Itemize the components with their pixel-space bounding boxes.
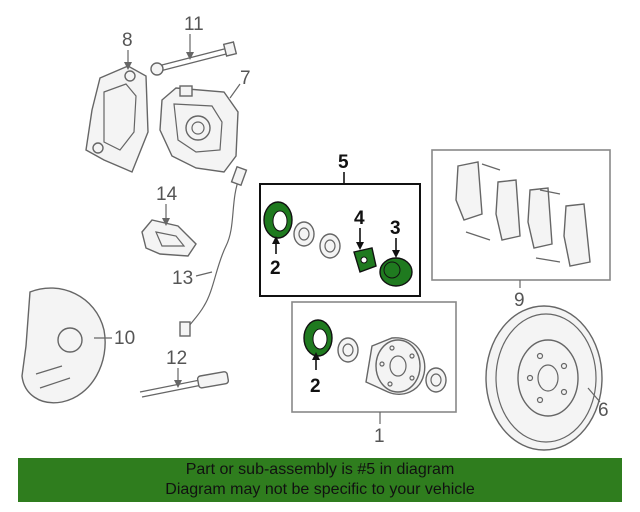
part-3-dust-cap[interactable]: [379, 257, 413, 287]
leader-8-arrow: [124, 62, 132, 70]
box-9-pads[interactable]: [431, 149, 611, 281]
leader-2b-arrow: [312, 352, 320, 360]
part-4-nut[interactable]: [353, 247, 377, 273]
leader-2a-arrow: [272, 236, 280, 244]
callout-5: 5: [338, 152, 349, 173]
callout-2b: 2: [310, 376, 321, 397]
callout-6: 6: [598, 400, 609, 421]
part-13-abs-sensor[interactable]: [179, 165, 248, 337]
leader-11-arrow: [186, 52, 194, 60]
callout-11: 11: [184, 14, 204, 35]
part-9-brake-pads[interactable]: [455, 161, 591, 267]
leader-13: [195, 271, 213, 277]
leader-7: [229, 83, 241, 99]
part-6-brake-rotor[interactable]: [485, 305, 603, 451]
parts-diagram: 11 8 7 14 13 10: [21, 14, 611, 451]
bearing-outer[interactable]: [319, 233, 341, 259]
footer-line-2: Diagram may not be specific to your vehi…: [165, 481, 475, 498]
part-2-seal-upper[interactable]: [263, 201, 293, 239]
part-2-seal-lower[interactable]: [303, 319, 333, 357]
footer-banner: Part or sub-assembly is #5 in diagram Di…: [18, 458, 622, 502]
footer-line-1: Part or sub-assembly is #5 in diagram: [185, 461, 455, 478]
callout-3: 3: [390, 218, 401, 239]
box-1-hub[interactable]: [291, 301, 457, 413]
leader-3-arrow: [392, 250, 400, 258]
part-14-bracket[interactable]: [141, 219, 197, 257]
bearing-inner[interactable]: [293, 221, 315, 247]
leader-6: [587, 387, 601, 403]
hub-outer-bearing[interactable]: [425, 367, 447, 393]
leader-4-arrow: [356, 242, 364, 250]
callout-4: 4: [354, 208, 365, 229]
callout-7: 7: [240, 68, 251, 89]
callout-14: 14: [156, 184, 178, 205]
callout-1: 1: [374, 426, 385, 447]
callout-9: 9: [514, 290, 525, 311]
part-8-caliper-bracket[interactable]: [85, 65, 149, 173]
leader-12-arrow: [174, 380, 182, 388]
box-5-subassembly[interactable]: [259, 183, 421, 297]
callout-10: 10: [114, 328, 135, 349]
callout-2a: 2: [270, 258, 281, 279]
leader-14-arrow: [162, 218, 170, 226]
part-12-wear-sensor[interactable]: [139, 371, 230, 398]
hub-bearing[interactable]: [337, 337, 359, 363]
part-7-brake-caliper[interactable]: [159, 85, 239, 173]
part-10-splash-shield[interactable]: [21, 287, 106, 404]
part-11-wear-sensor[interactable]: [150, 41, 238, 76]
callout-13: 13: [172, 268, 193, 289]
callout-12: 12: [166, 348, 187, 369]
callout-8: 8: [122, 30, 133, 51]
wheel-hub[interactable]: [365, 337, 426, 395]
